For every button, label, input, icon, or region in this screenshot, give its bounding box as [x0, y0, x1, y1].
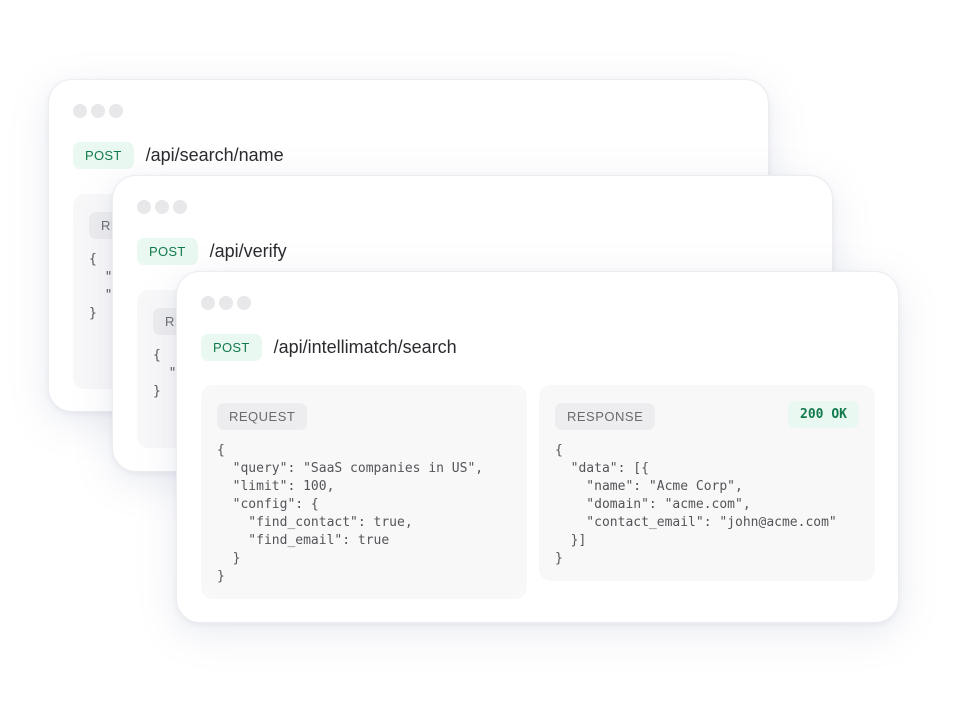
window-dot-icon: [73, 104, 87, 118]
endpoint-path: /api/search/name: [145, 145, 284, 165]
window-controls: [73, 104, 123, 118]
response-panel: RESPONSE 200 OK { "data": [{ "name": "Ac…: [539, 385, 875, 581]
window-dot-icon: [109, 104, 123, 118]
request-code: { " }: [153, 348, 177, 399]
window-dot-icon: [201, 296, 215, 310]
api-card-intellimatch-search: POST /api/intellimatch/search REQUEST { …: [176, 271, 899, 623]
request-panel: REQUEST { "query": "SaaS companies in US…: [201, 385, 527, 599]
request-code: { " " }: [89, 252, 113, 321]
endpoint-header: POST /api/search/name: [73, 142, 284, 169]
window-dot-icon: [137, 200, 151, 214]
request-code: { "query": "SaaS companies in US", "limi…: [217, 443, 484, 584]
endpoint-path: /api/intellimatch/search: [273, 337, 457, 357]
endpoint-path: /api/verify: [209, 241, 287, 261]
method-badge: POST: [201, 334, 262, 361]
window-dot-icon: [237, 296, 251, 310]
endpoint-header: POST /api/verify: [137, 238, 287, 265]
status-badge: 200 OK: [788, 401, 859, 428]
window-controls: [137, 200, 187, 214]
window-dot-icon: [91, 104, 105, 118]
method-badge: POST: [137, 238, 198, 265]
method-badge: POST: [73, 142, 134, 169]
response-code: { "data": [{ "name": "Acme Corp", "domai…: [555, 443, 837, 566]
endpoint-header: POST /api/intellimatch/search: [201, 334, 457, 361]
request-label: REQUEST: [217, 403, 308, 430]
window-dot-icon: [155, 200, 169, 214]
window-controls: [201, 296, 251, 310]
response-label: RESPONSE: [555, 403, 656, 430]
window-dot-icon: [219, 296, 233, 310]
window-dot-icon: [173, 200, 187, 214]
